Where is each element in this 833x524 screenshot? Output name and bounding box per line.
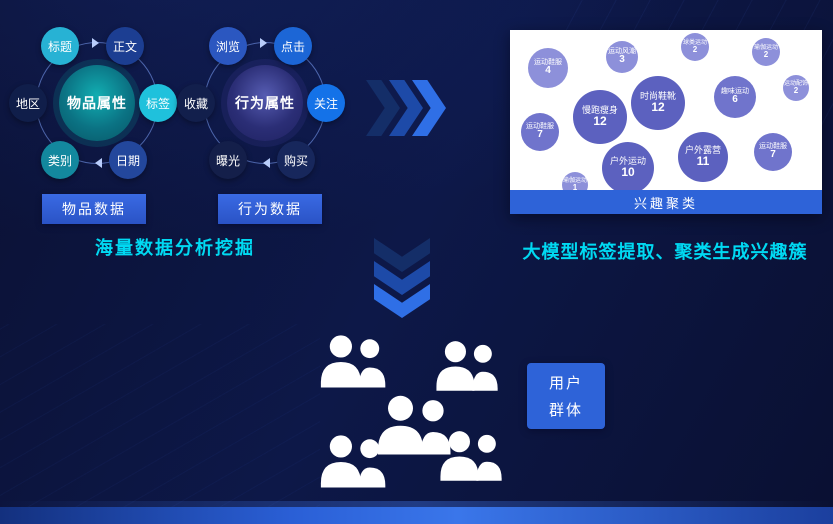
attribute-node: 标题 [41, 27, 79, 65]
interest-bubble: 运动风潮 3 [606, 41, 638, 73]
bubble-label: 瑜伽运动 [562, 177, 587, 184]
bubble-value: 12 [651, 100, 665, 115]
bubble-label: 运动鞋服 [526, 123, 554, 131]
left-caption: 海量数据分析挖掘 [95, 238, 255, 258]
users-icon [432, 428, 508, 487]
user-group-label-line1: 用户 [548, 375, 583, 392]
attribute-node: 日期 [109, 141, 147, 179]
interest-bubble: 趣味运动 6 [714, 76, 756, 118]
interest-bubble: 户外露营 11 [678, 132, 728, 182]
attribute-node: 曝光 [209, 141, 247, 179]
interest-bubble: 瑜伽运动 2 [752, 38, 780, 66]
interest-cluster-footer: 兴趣聚类 [510, 190, 822, 214]
ring-center-label: 物品属性 [59, 65, 135, 141]
attribute-node: 类别 [41, 141, 79, 179]
attribute-node: 购买 [277, 141, 315, 179]
interest-bubble: 运动鞋服 7 [521, 113, 559, 151]
attribute-node: 收藏 [177, 84, 215, 122]
user-group-label-line2: 群体 [548, 402, 583, 419]
diagonal-lines-decoration [0, 324, 320, 524]
bubble-value: 11 [696, 154, 710, 169]
bubble-value: 2 [763, 49, 769, 59]
bubble-label: 运动风潮 [608, 48, 636, 56]
behavior-data-button: 行为数据 [218, 194, 322, 224]
attribute-node: 正文 [106, 27, 144, 65]
users-icon [368, 392, 458, 462]
interest-bubble: 运动鞋服 7 [754, 133, 792, 171]
attribute-node: 关注 [307, 84, 345, 122]
interest-bubble: 运动鞋服 4 [528, 48, 568, 88]
chevron-down-icon [374, 238, 430, 318]
bubble-label: 慢跑瘦身 [581, 104, 618, 115]
interest-cluster-panel: 运动鞋服 4 运动风潮 3 球类运动 2 瑜伽运动 2 慢跑瘦身 12 时尚鞋靴… [510, 30, 822, 214]
chevron-right-icon [366, 80, 446, 136]
bubble-chart: 运动鞋服 4 运动风潮 3 球类运动 2 瑜伽运动 2 慢跑瘦身 12 时尚鞋靴… [510, 30, 822, 190]
bubble-value: 12 [593, 114, 607, 129]
bubble-label: 户外运动 [609, 155, 646, 166]
ring-center-label: 行为属性 [227, 65, 303, 141]
bubble-label: 户外露营 [684, 144, 721, 155]
attribute-node: 标签 [139, 84, 177, 122]
behavior-attribute-ring: 行为属性 浏览 点击 收藏 关注 曝光 购买 [177, 27, 345, 179]
bubble-value: 7 [770, 149, 776, 161]
interest-bubble: 运动配饰 2 [783, 75, 809, 101]
interest-bubble: 慢跑瘦身 12 [573, 90, 627, 144]
bottom-accent-band [0, 501, 833, 524]
bubble-value: 1 [572, 182, 578, 190]
bubble-value: 10 [621, 165, 635, 180]
attribute-node: 地区 [9, 84, 47, 122]
interest-bubble: 户外运动 10 [602, 142, 654, 190]
bubble-value: 4 [545, 65, 551, 77]
interest-bubble: 球类运动 2 [681, 33, 709, 61]
item-data-button: 物品数据 [42, 194, 146, 224]
users-icon [312, 332, 392, 394]
bubble-label: 瑜伽运动 [753, 44, 778, 51]
attribute-node: 点击 [274, 27, 312, 65]
bubble-label: 球类运动 [682, 39, 707, 46]
user-group-button: 用户 群体 [527, 363, 605, 429]
interest-bubble: 时尚鞋靴 12 [631, 76, 685, 130]
bubble-label: 运动鞋服 [759, 143, 787, 151]
bubble-label: 趣味运动 [721, 88, 749, 96]
bubble-value: 2 [793, 85, 799, 95]
bubble-value: 2 [692, 44, 698, 54]
item-attribute-ring: 物品属性 标题 正文 地区 标签 类别 日期 [9, 27, 177, 179]
bubble-label: 运动配饰 [783, 80, 808, 87]
orbit-arrow-icon [90, 158, 102, 168]
users-icon [428, 338, 504, 397]
orbit-arrow-icon [92, 38, 104, 48]
bubble-value: 7 [537, 129, 543, 141]
bubble-value: 6 [732, 94, 738, 106]
bubble-label: 时尚鞋靴 [639, 90, 676, 101]
orbit-arrow-icon [258, 158, 270, 168]
right-caption: 大模型标签提取、聚类生成兴趣簇 [522, 242, 808, 262]
bubble-value: 3 [619, 54, 625, 66]
interest-bubble: 瑜伽运动 1 [562, 172, 588, 190]
users-icon [312, 432, 392, 494]
bubble-label: 运动鞋服 [534, 59, 562, 67]
orbit-arrow-icon [260, 38, 272, 48]
attribute-node: 浏览 [209, 27, 247, 65]
